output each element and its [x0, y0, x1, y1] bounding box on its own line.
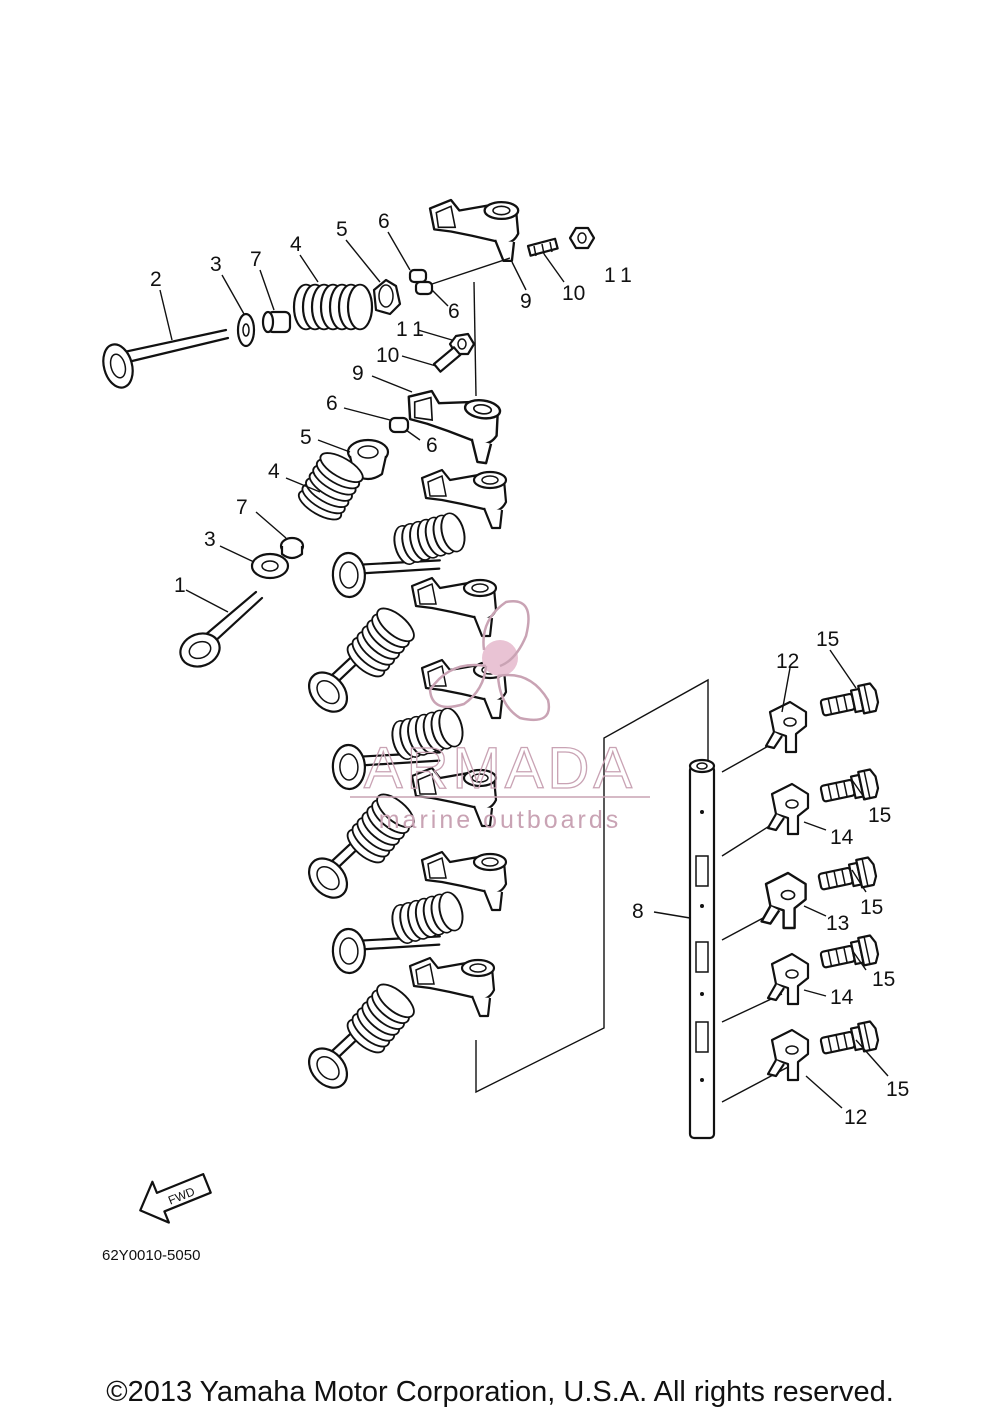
washer-part-3-second	[250, 552, 290, 580]
callout-13: 13	[826, 912, 849, 935]
spring-part-4	[292, 283, 374, 331]
callout-15-b: 15	[868, 804, 891, 827]
rocker-arm-top	[428, 198, 520, 263]
cotter-part-6	[408, 268, 434, 296]
assembly-line-shaft	[475, 678, 709, 1094]
callout-15-d: 15	[872, 968, 895, 991]
copyright-notice: ©2013 Yamaha Motor Corporation, U.S.A. A…	[106, 1376, 894, 1408]
rocker-shaft-part-8	[688, 758, 716, 1140]
callout-7-top: 7	[250, 248, 262, 271]
retainer-part-5	[372, 278, 402, 316]
watermark: ARMADA marine outboards	[350, 599, 650, 834]
callout-10-second: 10	[376, 344, 399, 367]
callout-15-c: 15	[860, 896, 883, 919]
callout-11-second: 11	[396, 318, 430, 341]
callout-1: 1	[174, 574, 186, 597]
callout-7-second: 7	[236, 496, 248, 519]
watermark-tagline: marine outboards	[379, 806, 622, 834]
adjust-screw-part-10	[526, 237, 559, 257]
callout-4-second: 4	[268, 460, 280, 483]
callout-3-second: 3	[204, 528, 216, 551]
callout-2: 2	[150, 268, 162, 291]
callout-11-top: 11	[604, 264, 638, 287]
callout-5-top: 5	[336, 218, 348, 241]
clip-part-14-bottom	[766, 952, 810, 1006]
callout-9-second: 9	[352, 362, 364, 385]
bolt-part-15-c	[815, 855, 879, 897]
drawing-code: 62Y0010-5050	[102, 1247, 200, 1264]
callout-14-bottom: 14	[830, 986, 854, 1009]
callout-3-top: 3	[210, 253, 222, 276]
callout-6-top: 6	[378, 210, 390, 233]
seal-part-7	[261, 310, 292, 334]
callout-10-top: 10	[562, 282, 585, 305]
callout-15-a: 15	[816, 628, 839, 651]
callout-12-top: 12	[776, 650, 799, 673]
callout-8: 8	[632, 900, 644, 923]
callout-6-top-lower: 6	[448, 300, 460, 323]
bolt-part-15-a	[817, 681, 881, 723]
adjust-screw-part-10-second	[432, 346, 462, 373]
watermark-brand: ARMADA	[364, 736, 636, 801]
bolt-part-15-d	[817, 933, 881, 975]
cotter-part-6-second	[388, 416, 410, 434]
clip-part-14-top	[766, 782, 810, 836]
watermark-logo-icon	[428, 599, 551, 722]
assembly-line-top	[473, 281, 477, 397]
callout-labels: 2 3 7 4 5 6 6 9 10 11 11 10 9 6 6 5 4 7 …	[150, 210, 909, 1129]
callout-leaders	[159, 231, 889, 1109]
callout-4-top: 4	[290, 233, 302, 256]
seal-part-7-second	[279, 536, 305, 560]
clip-part-12-top	[764, 700, 808, 754]
bolt-part-15-b	[817, 767, 881, 809]
clip-part-13	[760, 871, 807, 930]
callout-14-top: 14	[830, 826, 854, 849]
valve-part-1	[179, 590, 264, 668]
washer-part-3	[236, 312, 256, 348]
callout-12-bottom: 12	[844, 1106, 867, 1129]
clip-part-12-bottom	[766, 1028, 810, 1082]
callout-6-second: 6	[326, 392, 338, 415]
fwd-arrow-icon: FWD	[139, 1173, 212, 1224]
callout-5-second: 5	[300, 426, 312, 449]
nut-part-11	[568, 226, 596, 250]
callout-9-top: 9	[520, 290, 532, 313]
bolt-part-15-e	[817, 1019, 881, 1061]
callout-15-e: 15	[886, 1078, 909, 1101]
valve-part-2	[102, 328, 230, 389]
rocker-arm-second	[399, 386, 503, 466]
callout-6-second-lower: 6	[426, 434, 438, 457]
